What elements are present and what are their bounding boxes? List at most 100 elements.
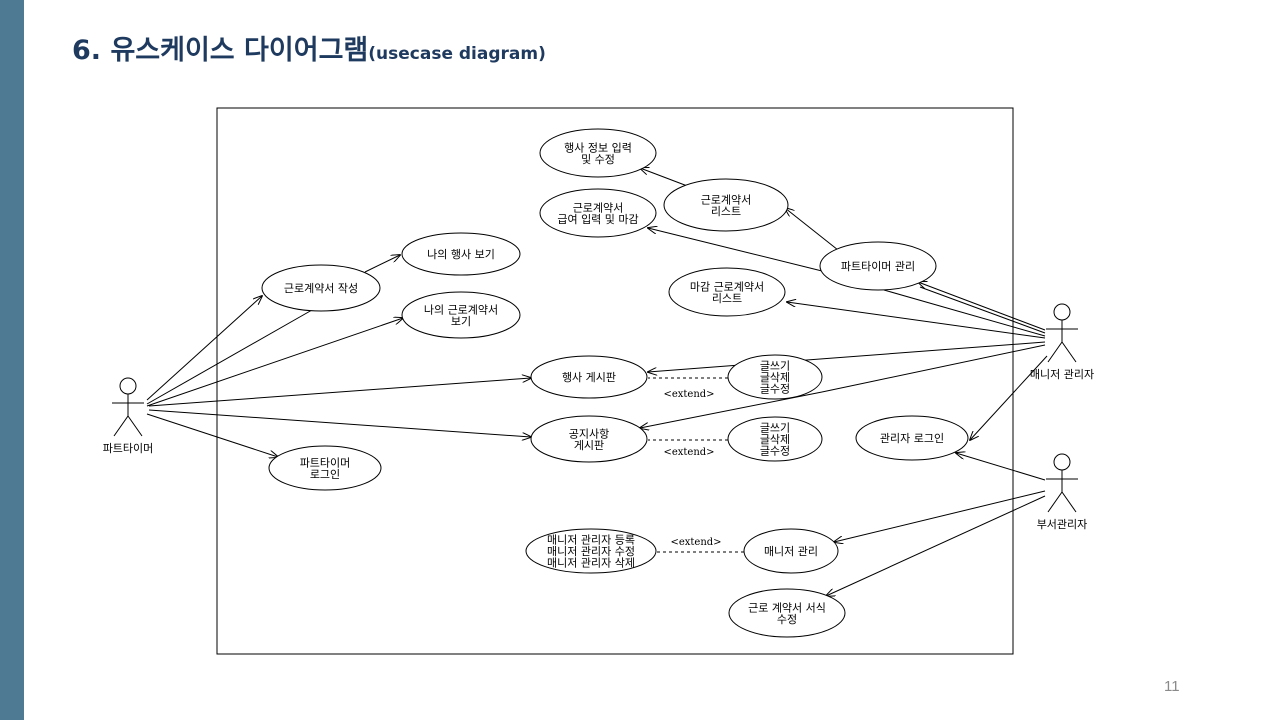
actor-label: 매니저 관리자	[1030, 368, 1094, 381]
actor-parttimer: 파트타이머	[103, 377, 154, 455]
usecase-label: 매니저 관리자 등록	[547, 534, 635, 547]
usecase-ellipse	[728, 588, 846, 638]
usecase-label: 파트타이머	[300, 456, 351, 469]
usecase-label: 관리자 로그인	[880, 432, 944, 445]
actor-figure-icon	[112, 377, 144, 437]
usecase-event-board: 행사 게시판	[530, 355, 648, 399]
usecase-ellipse	[525, 528, 657, 574]
actor-label: 부서관리자	[1037, 518, 1088, 531]
usecase-ellipse	[268, 445, 382, 491]
usecase-label: 로그인	[310, 468, 340, 481]
usecase-label: 근로 계약서 서식	[748, 600, 826, 614]
usecase-ellipse	[401, 291, 521, 339]
association-line	[648, 228, 823, 272]
usecase-ellipse	[530, 355, 648, 399]
usecase-label: 파트타이머 관리	[841, 260, 915, 273]
association-line	[787, 302, 1046, 339]
association-line	[883, 289, 1046, 337]
usecase-label: 글쓰기	[760, 360, 790, 373]
association-line	[970, 355, 1048, 440]
slide-title-main: 6. 유스케이스 다이어그램	[72, 35, 369, 66]
usecase-ellipse	[530, 415, 648, 463]
association-line	[821, 344, 1046, 393]
association-line	[148, 409, 531, 437]
usecase-label: 공지사항	[569, 427, 609, 440]
usecase-label: 글수정	[760, 445, 790, 458]
slide-title: 6. 유스케이스 다이어그램(usecase diagram)	[72, 28, 546, 67]
usecase-admin-login: 관리자 로그인	[855, 415, 969, 461]
usecase-event-input: 행사 정보 입력및 수정	[539, 128, 657, 178]
association-line	[648, 341, 1046, 372]
association-line	[148, 378, 531, 407]
association-line	[364, 255, 400, 273]
actor-figure-icon	[1046, 303, 1078, 363]
actor-label: 파트타이머	[103, 442, 154, 455]
usecase-label: 수정	[777, 613, 797, 626]
usecase-label: 보기	[451, 315, 471, 328]
usecase-label: 행사 정보 입력	[564, 141, 632, 154]
usecase-label: 글삭제	[760, 433, 790, 446]
usecase-label: 매니저 관리자 삭제	[547, 557, 635, 570]
usecase-ellipse	[727, 354, 823, 400]
association-line	[826, 495, 1046, 596]
usecase-label: 급여 입력 및 마감	[557, 213, 638, 226]
association-line	[918, 282, 1046, 331]
usecase-ellipse	[539, 128, 657, 178]
usecase-ellipse	[855, 415, 969, 461]
usecase-label: 리스트	[712, 292, 742, 305]
usecase-contract-write: 근로계약서 작성	[261, 264, 381, 312]
usecase-label: 글수정	[760, 383, 790, 396]
usecase-ellipse	[261, 264, 381, 312]
usecase-label: 리스트	[711, 205, 741, 218]
actor-figure-icon	[1046, 453, 1078, 513]
usecase-ellipse	[819, 241, 937, 291]
usecase-manager-mgmt: 매니저 관리	[743, 528, 839, 574]
usecase-label: 근로계약서	[573, 200, 624, 214]
usecase-my-event: 나의 행사 보기	[401, 232, 521, 276]
usecase-label: 행사 게시판	[562, 371, 616, 384]
extend-label: <extend>	[663, 447, 714, 458]
extend-label: <extend>	[670, 537, 721, 548]
association-line	[640, 168, 691, 188]
association-line	[956, 453, 1046, 481]
page-number: 11	[1164, 678, 1180, 695]
usecase-label: 나의 근로계약서	[424, 302, 498, 316]
usecase-label: 근로계약서 작성	[284, 281, 358, 295]
usecase-ellipse	[401, 232, 521, 276]
usecase-label: 나의 행사 보기	[427, 248, 495, 261]
usecase-label: 근로계약서	[701, 192, 752, 206]
usecase-ellipse	[668, 267, 786, 317]
association-line	[919, 286, 1046, 334]
system-boundary	[216, 107, 1014, 655]
extend-label: <extend>	[663, 389, 714, 400]
usecase-ellipse	[727, 416, 823, 462]
usecase-label: 매니저 관리	[764, 545, 818, 558]
usecase-parttimer-mgmt: 파트타이머 관리	[819, 241, 937, 291]
usecase-label: 게시판	[574, 439, 604, 452]
association-line	[146, 309, 313, 405]
usecase-label: 마감 근로계약서	[690, 279, 764, 293]
actor-dept: 부서관리자	[1037, 453, 1088, 531]
slide-title-sub: (usecase diagram)	[368, 44, 546, 64]
association-line	[146, 296, 262, 401]
association-line	[146, 318, 403, 407]
usecase-label: 글쓰기	[760, 422, 790, 435]
association-line	[785, 208, 839, 251]
usecase-ellipse	[743, 528, 839, 574]
usecase-ellipse	[663, 178, 789, 232]
actor-manager: 매니저 관리자	[1030, 303, 1094, 381]
side-accent-bar	[0, 0, 24, 720]
association-line	[146, 413, 278, 457]
association-line	[834, 490, 1046, 542]
relations-layer: <extend> <extend> <extend>	[146, 168, 1048, 596]
